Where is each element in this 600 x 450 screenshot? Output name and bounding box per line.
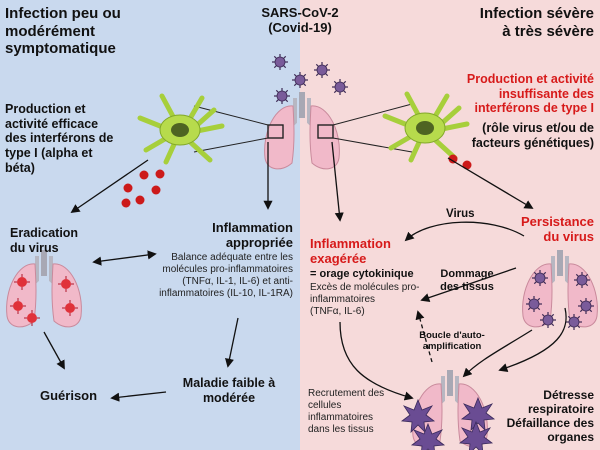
excess-molecules-desc: Excès de molécules pro-inflammatoires(TN…	[310, 282, 420, 317]
arrows-right	[331, 141, 567, 401]
healing-label: Guérison	[40, 388, 98, 403]
zoom-box-right	[317, 124, 334, 139]
zoom-box-left	[267, 124, 284, 139]
lungs-distress	[401, 368, 495, 450]
interferon-dots-left	[121, 169, 165, 208]
virus-title: SARS-CoV-2(Covid-19)	[261, 5, 339, 36]
dendritic-cell-left	[140, 96, 222, 162]
lungs-persistence	[520, 248, 600, 331]
central-lungs	[262, 90, 342, 171]
self-amplification-loop-label: Boucle d'auto-amplification	[419, 330, 485, 353]
cytokine-storm-label: = orage cytokinique	[310, 268, 414, 280]
mild-infection-panel	[0, 0, 300, 450]
virus-arrow-label: Virus	[446, 208, 475, 220]
interferon-dots-right	[448, 154, 472, 170]
lungs-eradication	[4, 248, 84, 329]
arrows-left	[43, 142, 273, 402]
virus-particles-top	[271, 53, 349, 105]
